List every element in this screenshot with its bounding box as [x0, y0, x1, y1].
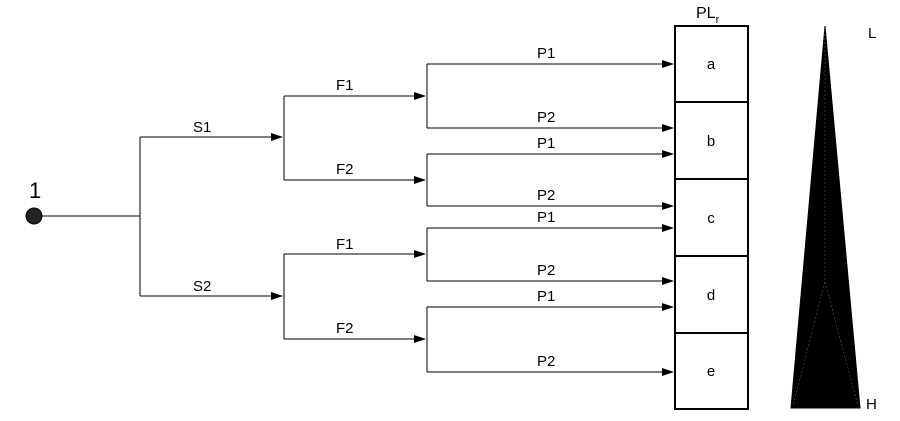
label-f2-upper: F2 — [336, 161, 354, 178]
start-node — [25, 207, 43, 225]
scale-triangle — [790, 25, 861, 409]
label-p1-1: P1 — [537, 45, 555, 62]
triangle-divider-left — [792, 281, 826, 407]
label-p1-3: P1 — [537, 209, 555, 226]
label-p1-2: P1 — [537, 135, 555, 152]
result-box-d — [674, 255, 749, 334]
triangle-divider-right — [824, 281, 859, 407]
scale-bottom-label: H — [866, 396, 877, 413]
label-s1: S1 — [193, 119, 211, 136]
result-box-e — [674, 332, 749, 410]
scale-header-subscript: r — [716, 14, 720, 26]
label-f1-lower: F1 — [336, 236, 354, 253]
scale-top-label: L — [868, 25, 876, 42]
result-label-c: c — [707, 210, 715, 227]
label-p2-2: P2 — [537, 187, 555, 204]
scale-header-main: PL — [696, 5, 716, 22]
result-label-d: d — [707, 287, 715, 304]
scale-header: PLr — [696, 5, 720, 26]
label-p2-4: P2 — [537, 353, 555, 370]
result-label-b: b — [707, 133, 715, 150]
label-p2-1: P2 — [537, 109, 555, 126]
result-label-e: e — [707, 363, 715, 380]
label-p1-4: P1 — [537, 288, 555, 305]
label-p2-3: P2 — [537, 262, 555, 279]
label-f1-upper: F1 — [336, 77, 354, 94]
result-label-a: a — [707, 56, 716, 73]
label-f2-lower: F2 — [336, 320, 354, 337]
start-node-label: 1 — [29, 178, 41, 203]
label-s2: S2 — [193, 278, 211, 295]
